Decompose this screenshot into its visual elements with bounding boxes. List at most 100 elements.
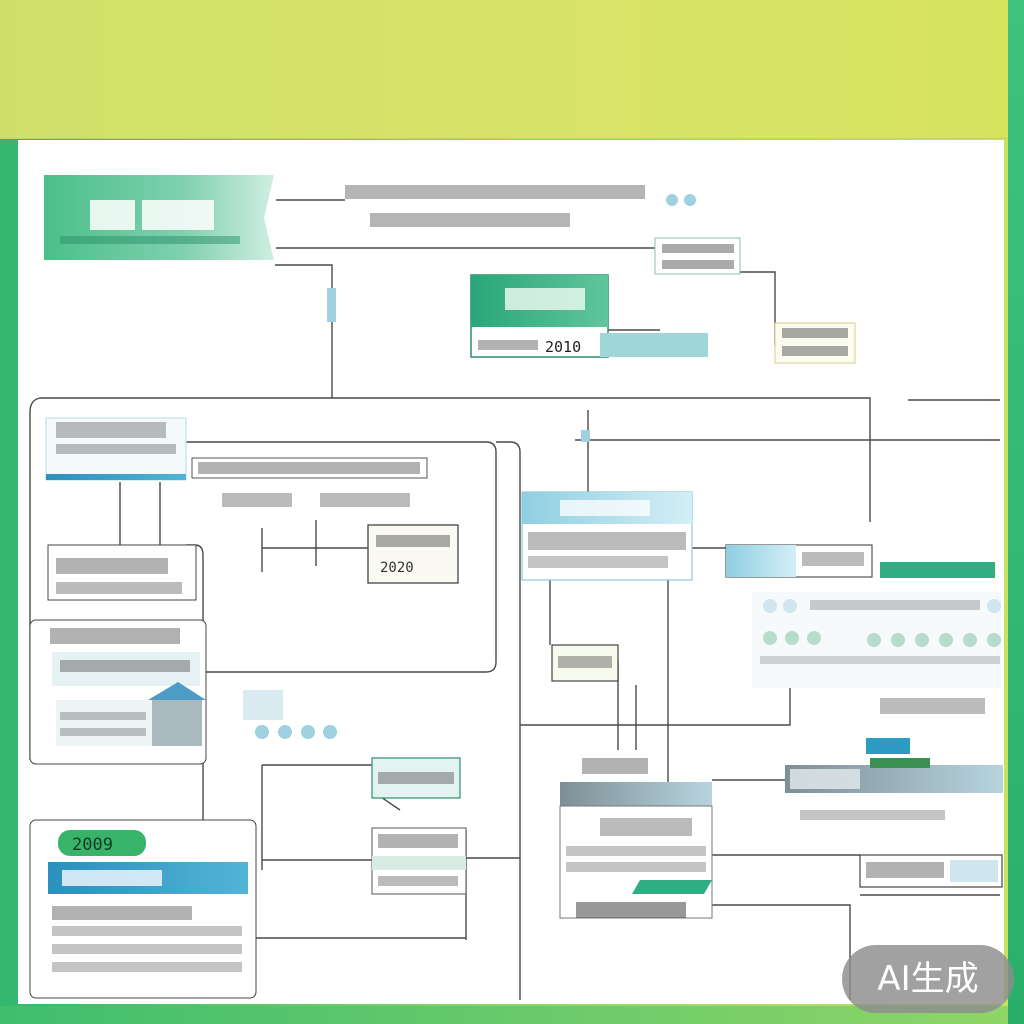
decorative-dot <box>963 633 977 647</box>
decorative-dot <box>684 194 696 206</box>
connector-line <box>740 271 776 345</box>
node-text-line <box>60 660 190 672</box>
annotation-text-line <box>370 213 570 227</box>
connector-line <box>186 441 497 673</box>
node-text-block <box>505 288 585 310</box>
node-inner-panel <box>52 652 200 686</box>
building-illustration <box>152 700 202 746</box>
decorative-dot <box>807 631 821 645</box>
node-box <box>367 524 459 584</box>
connector-line <box>332 397 871 522</box>
bottom-border-strip <box>0 1006 1008 1024</box>
node-text-line <box>800 810 945 820</box>
title-band <box>0 0 1008 139</box>
node-text-line <box>378 772 454 784</box>
node-text-line <box>782 328 848 338</box>
node-label-strip <box>191 457 428 479</box>
node-text-line <box>56 444 176 454</box>
node-text-line <box>662 244 734 253</box>
node-text-line <box>528 532 686 550</box>
node-text-line <box>478 340 538 350</box>
node-text-line <box>880 698 985 714</box>
node-left-lower <box>29 619 207 765</box>
node-text-line <box>50 628 180 644</box>
node-year-label: 2009 <box>72 835 113 855</box>
node-top-left-banner <box>44 175 274 260</box>
node-inner-panel <box>243 690 283 720</box>
decorative-dot <box>255 725 269 739</box>
node-text-line <box>56 422 166 438</box>
node-accent-bar <box>600 333 708 357</box>
node-text-line <box>56 558 168 574</box>
connector-node <box>581 430 590 442</box>
node-text-line <box>662 260 734 269</box>
node-bottom-right <box>785 738 1003 888</box>
node-text-line <box>582 758 648 774</box>
node-label-strip <box>560 755 650 777</box>
node-center-right <box>521 491 693 682</box>
node-year-pill <box>58 830 146 856</box>
connector-line <box>712 904 851 1000</box>
node-text-block <box>142 200 214 230</box>
node-text-line <box>566 846 706 856</box>
decorative-dot <box>763 599 777 613</box>
node-text-line <box>760 656 1000 664</box>
node-text-line <box>810 600 980 610</box>
node-center-bottom <box>371 757 467 895</box>
node-text-line <box>378 834 458 848</box>
ai-generated-watermark: AI生成 <box>842 945 1014 1013</box>
node-text-line <box>60 728 146 736</box>
node-text-line <box>52 926 242 936</box>
node-text-line <box>198 462 420 474</box>
node-text-line <box>320 493 410 507</box>
decorative-connector-nodes <box>327 288 590 442</box>
connector-line <box>275 264 333 398</box>
node-text-block <box>790 769 860 789</box>
decorative-dot <box>891 633 905 647</box>
decorative-dot <box>301 725 315 739</box>
node-box <box>47 544 197 601</box>
decorative-dot <box>783 599 797 613</box>
node-inner-panel <box>950 860 998 882</box>
decorative-dot <box>666 194 678 206</box>
node-top-right-small <box>654 194 856 364</box>
node-box <box>45 417 187 481</box>
node-box <box>551 644 619 682</box>
node-text-line <box>576 902 686 918</box>
node-text-line <box>378 876 458 886</box>
node-text-block <box>62 870 162 886</box>
node-accent-bar <box>46 474 186 480</box>
node-text-block <box>90 200 135 230</box>
decorative-dot <box>867 633 881 647</box>
node-box <box>559 805 713 919</box>
node-text-line <box>52 944 242 954</box>
node-text-line <box>802 552 864 566</box>
node-text-line <box>52 906 192 920</box>
node-accent-bar <box>870 758 930 768</box>
node-year-label: 2020 <box>380 560 414 576</box>
connector-line <box>29 397 332 760</box>
node-header <box>726 545 796 577</box>
node-box <box>371 757 461 799</box>
node-text-line <box>528 556 668 568</box>
node-text-line <box>782 346 848 356</box>
node-text-line <box>558 656 612 668</box>
node-accent-bar <box>632 880 712 894</box>
node-text-line <box>60 236 240 244</box>
decorative-dot <box>785 631 799 645</box>
node-inner-panel <box>372 856 466 870</box>
decorative-dot <box>939 633 953 647</box>
decorative-dot <box>987 633 1001 647</box>
node-text-block <box>560 500 650 516</box>
node-text-line <box>376 535 450 547</box>
node-bottom-center <box>559 755 713 919</box>
connector-node <box>327 288 336 322</box>
building-roof <box>148 682 206 700</box>
node-top-center-teal: 2010 <box>470 274 708 358</box>
node-left-mid: 2020 <box>47 524 459 601</box>
node-bottom-left: 2009 <box>29 819 257 999</box>
right-border-strip <box>1008 0 1024 1024</box>
node-year-label: 2010 <box>545 338 581 356</box>
